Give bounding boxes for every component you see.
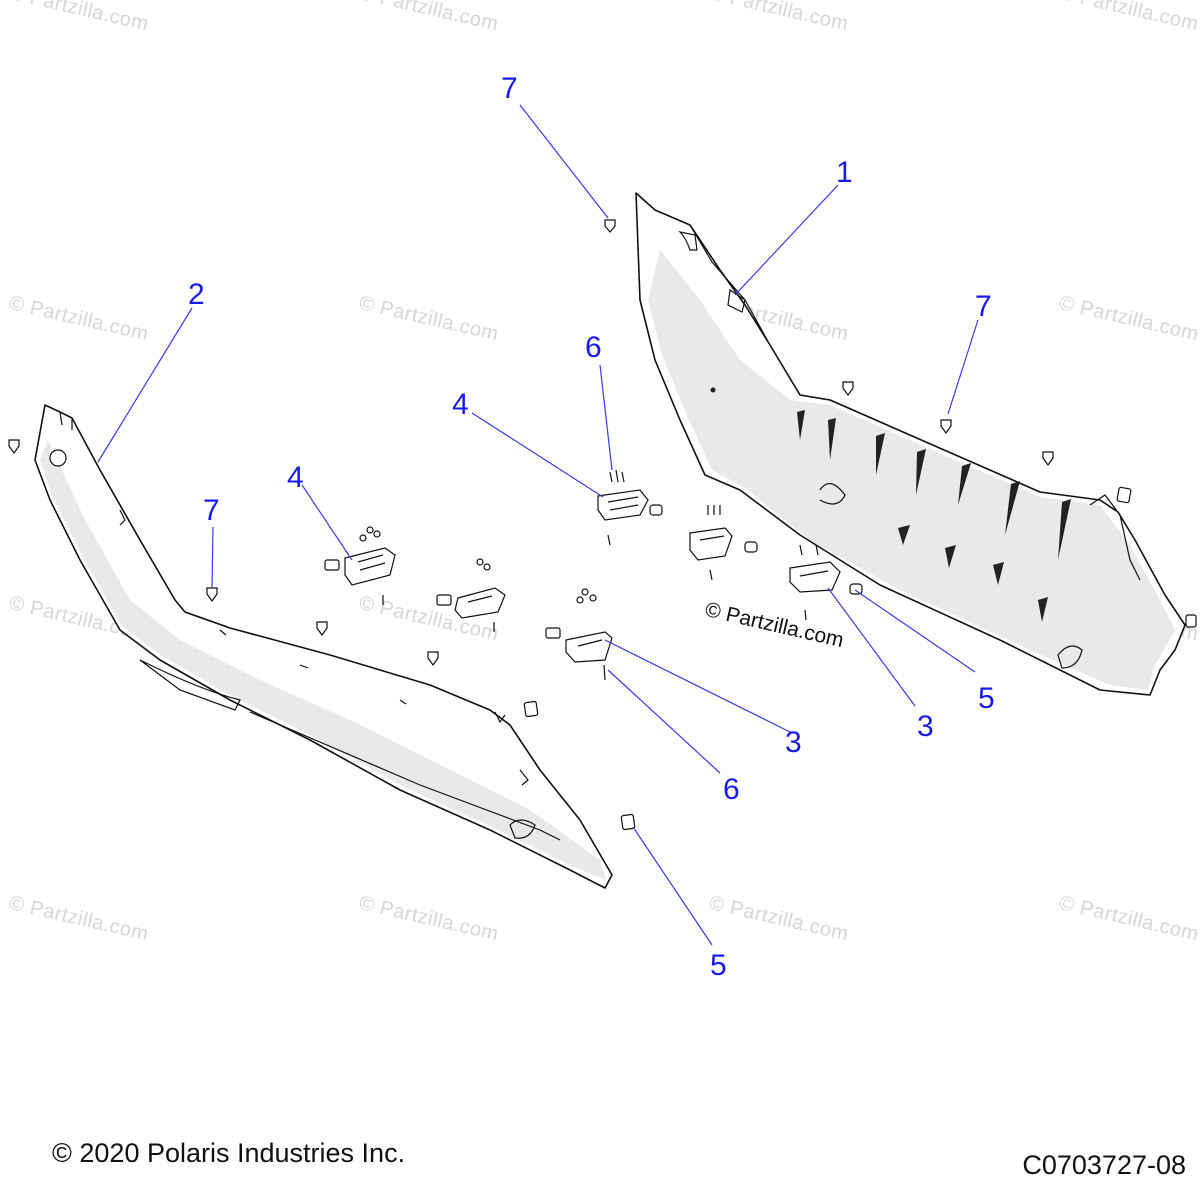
callout-7-left: 7: [203, 494, 220, 527]
bracket-3-left: [436, 558, 506, 632]
part-2-left-rocker-panel: [34, 404, 613, 889]
bracket-3-right: [789, 544, 863, 621]
figure-id: C0703727-08: [1022, 1150, 1186, 1180]
callout-6-bottom: 6: [723, 773, 740, 806]
callouts: 7 1 2 7 6 4 4 7 5 3 3 6 5: [188, 72, 995, 982]
callout-6-top: 6: [585, 331, 602, 364]
callout-5-right: 5: [978, 682, 995, 715]
leader-lines: [97, 104, 979, 946]
callout-3-right: 3: [917, 710, 934, 743]
callout-7-right: 7: [975, 290, 992, 323]
callout-4-center: 4: [452, 388, 469, 421]
bracket-4-center: [597, 469, 663, 546]
callout-3-center: 3: [785, 726, 802, 759]
part-1-right-rocker-panel: [635, 192, 1197, 696]
copyright-notice: © 2020 Polaris Industries Inc.: [52, 1138, 406, 1168]
callout-2: 2: [188, 278, 205, 311]
bracket-4-left: [324, 526, 396, 605]
bracket-3-center: [545, 588, 613, 681]
callout-4-left: 4: [287, 461, 304, 494]
callout-1: 1: [836, 156, 853, 189]
callout-7-top: 7: [501, 72, 518, 105]
callout-5-bottom: 5: [710, 949, 727, 982]
rivets: [8, 219, 1054, 831]
bracket-3-middle: [689, 505, 758, 581]
